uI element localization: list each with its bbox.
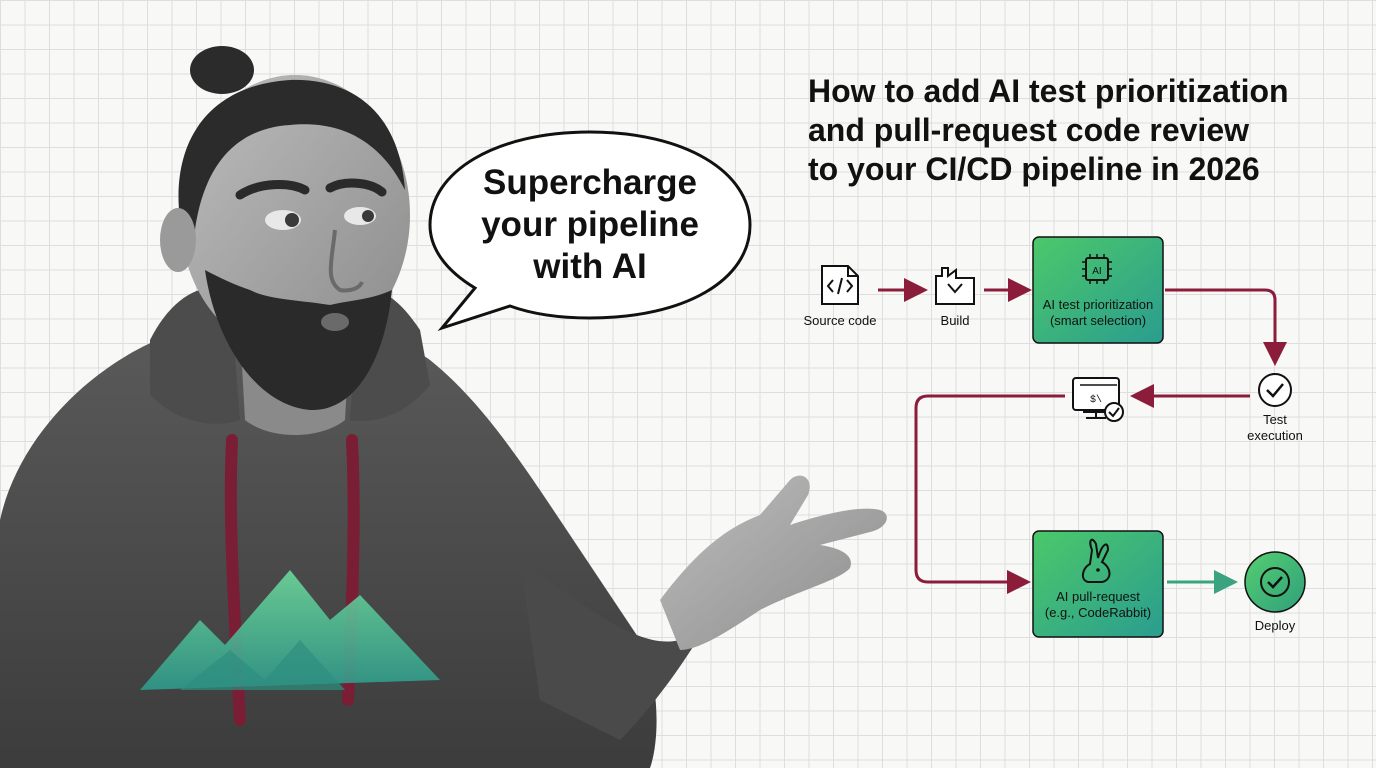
speech-bubble-text: Supercharge your pipeline with AI <box>450 162 730 288</box>
presenter-person <box>0 46 887 768</box>
bubble-line-1: Supercharge <box>483 163 697 202</box>
ai-pull-request-box <box>1032 530 1164 638</box>
arm <box>520 560 720 740</box>
ai-test-prioritization-box <box>1032 236 1164 344</box>
headline-line-3: to your CI/CD pipeline in 2026 <box>808 151 1260 187</box>
rabbit-icon <box>1082 538 1111 583</box>
test-check-icon <box>1258 373 1292 407</box>
test-execution-label: Test execution <box>1235 412 1315 444</box>
ai-test-label: AI test prioritization (smart selection) <box>1033 297 1163 329</box>
hood <box>150 287 240 424</box>
ai-pr-label: AI pull-request (e.g., CodeRabbit) <box>1033 589 1163 621</box>
hair <box>178 79 405 230</box>
arrow-monitor-ai-pr <box>914 394 1065 594</box>
hair-bun <box>190 46 254 94</box>
build-icon <box>935 267 975 305</box>
pipeline-diagram: AI $\ <box>821 236 1306 638</box>
monitor-check-icon: $\ <box>1072 377 1124 422</box>
headline-line-2: and pull-request code review <box>808 112 1249 148</box>
build-label: Build <box>940 313 970 328</box>
ai-chip-text: AI <box>1092 266 1101 277</box>
ai-test-label-line1: AI test prioritization <box>1042 297 1154 312</box>
mountain-print <box>140 570 440 690</box>
code-file-icon <box>821 265 859 305</box>
deploy-check-icon <box>1244 551 1306 613</box>
deploy-label: Deploy <box>1254 618 1296 633</box>
test-execution-line2: execution <box>1247 428 1303 443</box>
ai-pr-label-line2: (e.g., CodeRabbit) <box>1044 605 1152 620</box>
hoodie <box>0 328 657 768</box>
ai-test-label-line2: (smart selection) <box>1049 313 1147 328</box>
bubble-line-3: with AI <box>533 247 647 286</box>
arrow-ai-test-execution <box>1165 288 1287 366</box>
test-execution-line1: Test <box>1263 412 1287 427</box>
headline: How to add AI test prioritization and pu… <box>808 72 1348 189</box>
headline-line-1: How to add AI test prioritization <box>808 73 1289 109</box>
speech-bubble <box>428 130 752 332</box>
bubble-line-2: your pipeline <box>481 205 699 244</box>
beard <box>205 270 392 411</box>
source-code-label: Source code <box>803 313 877 328</box>
hand <box>660 475 887 650</box>
ai-chip-icon: AI <box>1082 254 1112 284</box>
svg-text:$\: $\ <box>1090 394 1102 406</box>
ai-pr-label-line1: AI pull-request <box>1056 589 1140 604</box>
